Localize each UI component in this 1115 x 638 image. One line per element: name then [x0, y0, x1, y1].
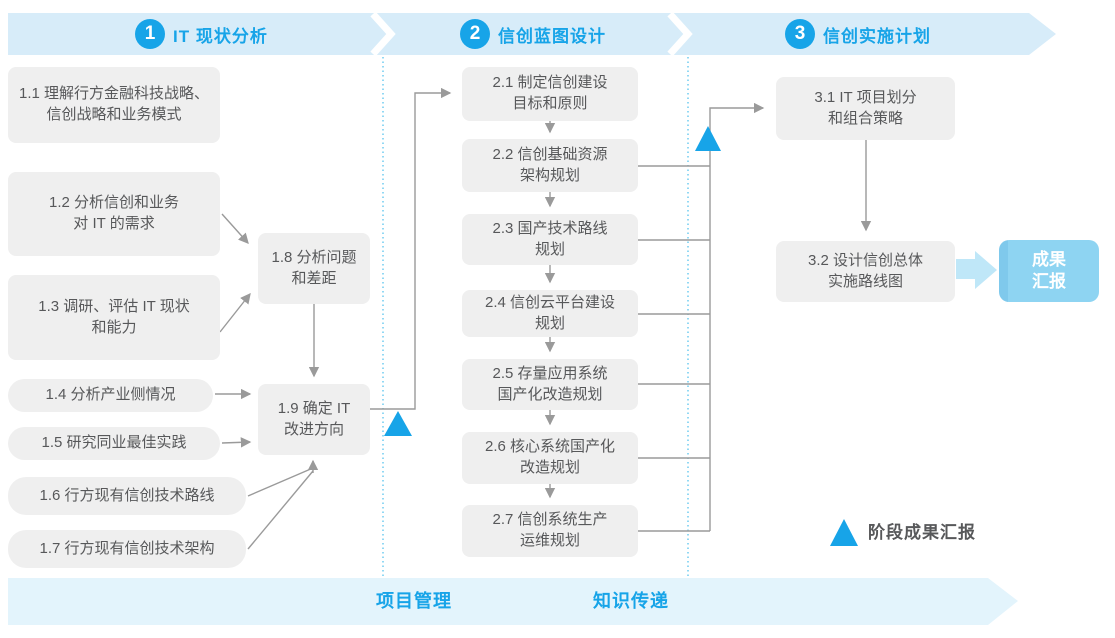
- arrow-1-3-to-1-8: [219, 292, 251, 333]
- phase-1-number-badge: 1: [135, 19, 165, 49]
- footer-knowledge-transfer-label: 知识传递: [593, 591, 669, 611]
- phase-header-1: 1 IT 现状分析: [135, 19, 268, 49]
- node-2-2: 2.2 信创基础资源 架构规划: [462, 139, 638, 192]
- milestone-triangle-phase1-icon: [384, 411, 412, 436]
- node-1-1: 1.1 理解行方金融科技战略、 信创战略和业务模式: [8, 67, 220, 143]
- milestone-triangle-phase2-icon: [695, 126, 721, 151]
- node-2-4: 2.4 信创云平台建设 规划: [462, 290, 638, 337]
- phase-header-2: 2 信创蓝图设计: [460, 19, 606, 49]
- node-1-2: 1.2 分析信创和业务 对 IT 的需求: [8, 172, 220, 256]
- support-band: [8, 578, 1018, 625]
- node-2-7: 2.7 信创系统生产 运维规划: [462, 505, 638, 557]
- line-1-6-to-merge: [247, 467, 314, 497]
- node-1-5: 1.5 研究同业最佳实践: [8, 427, 220, 460]
- phase-3-number-badge: 3: [785, 19, 815, 49]
- node-2-6: 2.6 核心系统国产化 改造规划: [462, 432, 638, 484]
- node-2-3: 2.3 国产技术路线 规划: [462, 214, 638, 265]
- arrow-1-5-to-1-9: [221, 437, 252, 448]
- node-1-7: 1.7 行方现有信创技术架构: [8, 530, 246, 568]
- node-3-1: 3.1 IT 项目划分 和组合策略: [776, 77, 955, 140]
- arrow-1-2-to-1-8: [221, 213, 249, 244]
- phase-chevron-separator-1-icon: [370, 11, 396, 57]
- node-1-3: 1.3 调研、评估 IT 现状 和能力: [8, 275, 220, 360]
- block-arrow-to-report-icon: [956, 251, 997, 289]
- node-1-6: 1.6 行方现有信创技术路线: [8, 477, 246, 515]
- phase-1-title: IT 现状分析: [173, 26, 268, 46]
- legend-triangle-icon: [830, 519, 858, 546]
- arrow-1-9-to-2-1: [370, 87, 452, 410]
- report-output-box: 成果 汇报: [999, 240, 1099, 302]
- node-1-4: 1.4 分析产业侧情况: [8, 379, 213, 412]
- phase-2-title: 信创蓝图设计: [498, 26, 606, 46]
- legend-triangle-label: 阶段成果汇报: [868, 523, 976, 542]
- node-1-9: 1.9 确定 IT 改进方向: [258, 384, 370, 455]
- node-3-2: 3.2 设计信创总体 实施路线图: [776, 241, 955, 302]
- node-2-1: 2.1 制定信创建设 目标和原则: [462, 67, 638, 121]
- arrow-collector-to-3-1: [709, 102, 765, 531]
- node-1-8: 1.8 分析问题 和差距: [258, 233, 370, 304]
- phase-3-title: 信创实施计划: [823, 26, 931, 46]
- line-1-7-to-merge: [247, 470, 314, 550]
- phase-2-number-badge: 2: [460, 19, 490, 49]
- flow-connectors: [215, 87, 872, 550]
- node-2-5: 2.5 存量应用系统 国产化改造规划: [462, 359, 638, 410]
- phase-chevron-separator-2-icon: [667, 11, 693, 57]
- phase-header-3: 3 信创实施计划: [785, 19, 931, 49]
- footer-project-management-label: 项目管理: [376, 591, 452, 611]
